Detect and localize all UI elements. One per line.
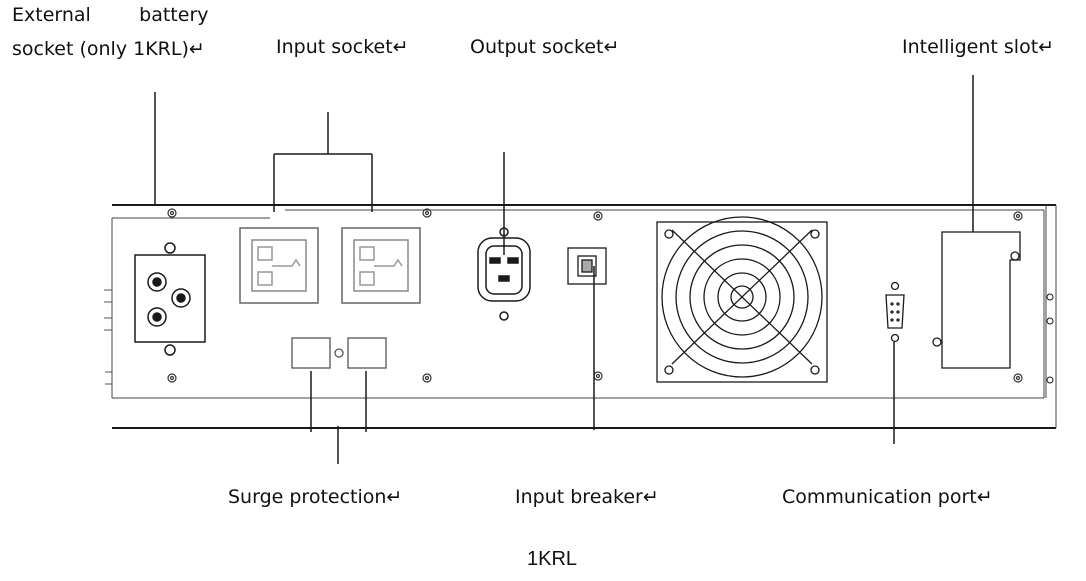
communication-port (885, 281, 905, 343)
leader-lines (154, 75, 974, 464)
screws (167, 208, 1023, 383)
surge-protection-ports (291, 337, 387, 369)
label-input-breaker: Input breaker↵ (515, 486, 659, 508)
figure-caption: 1KRL (527, 548, 578, 570)
chassis (104, 204, 1057, 429)
label-external-battery-line2: socket (only 1KRL)↵ (12, 38, 205, 60)
input-socket-1 (239, 227, 319, 304)
intelligent-slot (932, 231, 1021, 369)
label-input-socket: Input socket↵ (276, 36, 409, 58)
label-intelligent-slot: Intelligent slot↵ (902, 36, 1055, 58)
label-output-socket: Output socket↵ (470, 36, 620, 58)
label-communication-port: Communication port↵ (782, 486, 993, 508)
input-socket-2 (341, 227, 421, 304)
label-external-battery-line1: External battery (12, 4, 209, 26)
external-battery-socket (134, 242, 206, 356)
label-surge-protection: Surge protection↵ (228, 486, 403, 508)
cooling-fan (656, 216, 828, 383)
input-breaker (567, 247, 607, 285)
